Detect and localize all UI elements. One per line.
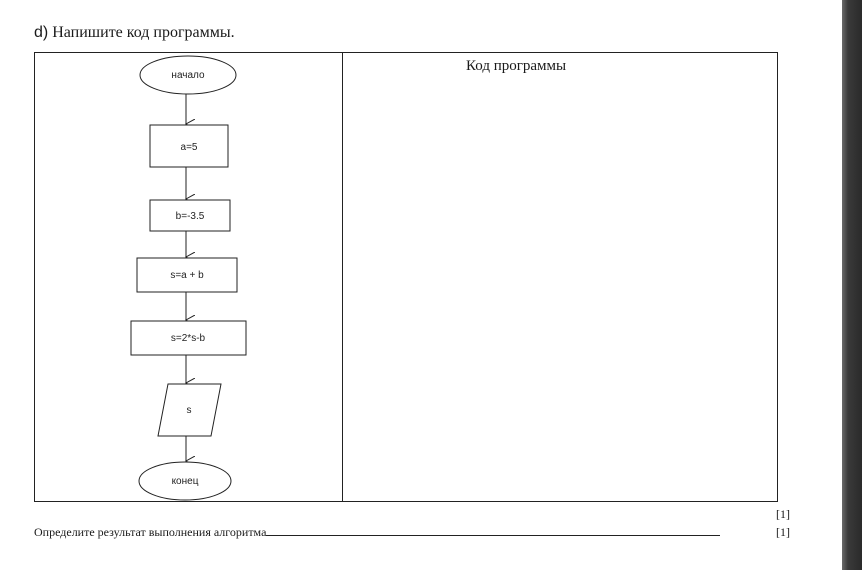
process-label: b=-3.5 — [176, 211, 205, 222]
result-answer-blank[interactable] — [266, 525, 721, 536]
question-title: d) Напишите код программы. — [34, 24, 235, 42]
answer-table — [34, 52, 778, 502]
process-block — [130, 320, 247, 356]
result-label: Определите результат выполнения алгоритм… — [34, 525, 267, 539]
table-divider — [342, 53, 343, 501]
start-label: начало — [171, 70, 205, 81]
start-terminator — [139, 55, 237, 95]
process-block — [149, 124, 229, 168]
question-text: Напишите код программы. — [52, 24, 235, 41]
mark-code: [1] — [776, 507, 790, 521]
result-line: Определите результат выполнения алгоритм… — [34, 525, 721, 540]
process-label: s=2*s-b — [171, 333, 206, 344]
process-label: s=a + b — [170, 270, 204, 281]
mark-result: [1] — [776, 525, 790, 539]
question-letter: d) — [34, 24, 49, 41]
code-panel-header: Код программы — [466, 58, 567, 74]
process-block — [149, 199, 231, 232]
page-edge-shadow — [842, 0, 862, 570]
end-terminator — [138, 461, 232, 501]
end-label: конец — [172, 476, 199, 487]
output-label: s — [187, 405, 192, 416]
process-label: a=5 — [181, 142, 198, 153]
output-block — [157, 383, 222, 437]
process-block — [136, 257, 238, 293]
